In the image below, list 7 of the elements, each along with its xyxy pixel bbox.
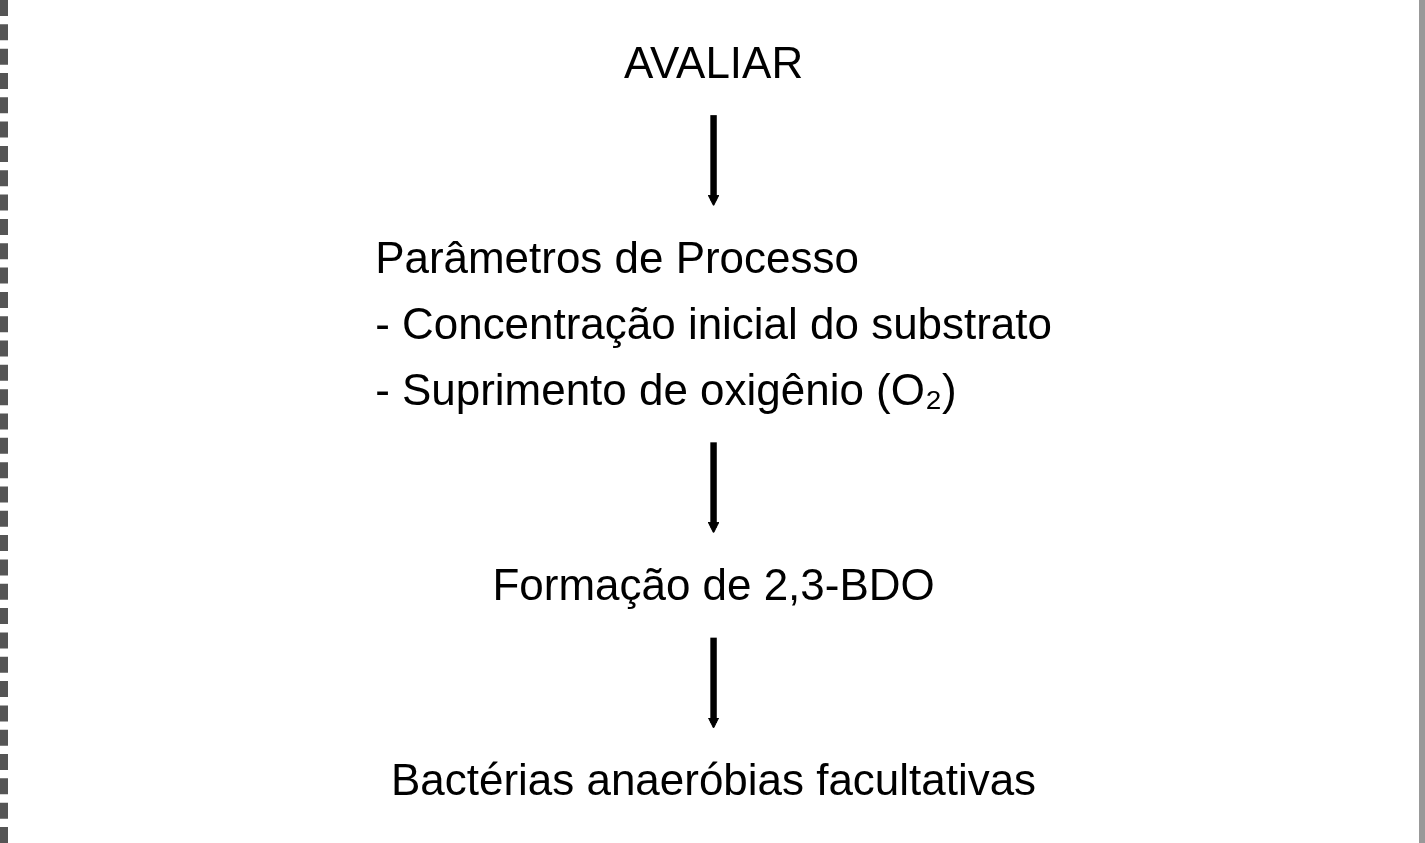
node-text: Formação de 2,3-BDO xyxy=(492,559,935,609)
node-text: AVALIAR xyxy=(623,37,804,87)
arrow xyxy=(707,637,720,729)
node-text: Parâmetros de Processo - Concentração inicial do substrato - Suprimento de oxigênio (O₂) xyxy=(375,232,1052,414)
arrow xyxy=(707,115,720,207)
node-text: Bactérias anaeróbias facultativas xyxy=(390,755,1037,805)
arrow xyxy=(707,442,720,534)
